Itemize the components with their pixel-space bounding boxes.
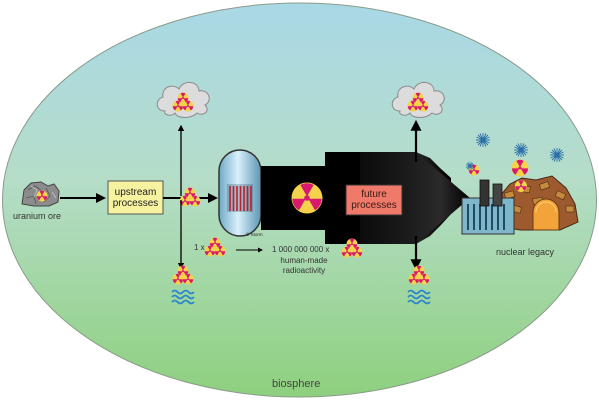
- future-processes-label: future processes: [351, 189, 397, 211]
- upstream-processes-box: [107, 180, 164, 215]
- one-x-label: 1 x: [194, 243, 205, 252]
- uranium-ore-label: uranium ore: [13, 211, 62, 221]
- human-made-radioactivity-label: human-made radioactivity: [280, 256, 328, 275]
- nuclear-legacy-label: nuclear legacy: [496, 247, 555, 257]
- copyright-label: © Storm: [246, 232, 263, 237]
- billion-x-label: 1 000 000 000 x: [272, 245, 330, 254]
- upstream-processes-label: upstream processes: [112, 186, 159, 209]
- reactor-vessel-icon: [218, 149, 262, 237]
- nuclear-waste-site-icon: [461, 132, 579, 235]
- future-processes-box: [345, 184, 403, 216]
- biosphere-label: biosphere: [272, 378, 321, 390]
- uranium-ore-rock-icon: [21, 181, 60, 207]
